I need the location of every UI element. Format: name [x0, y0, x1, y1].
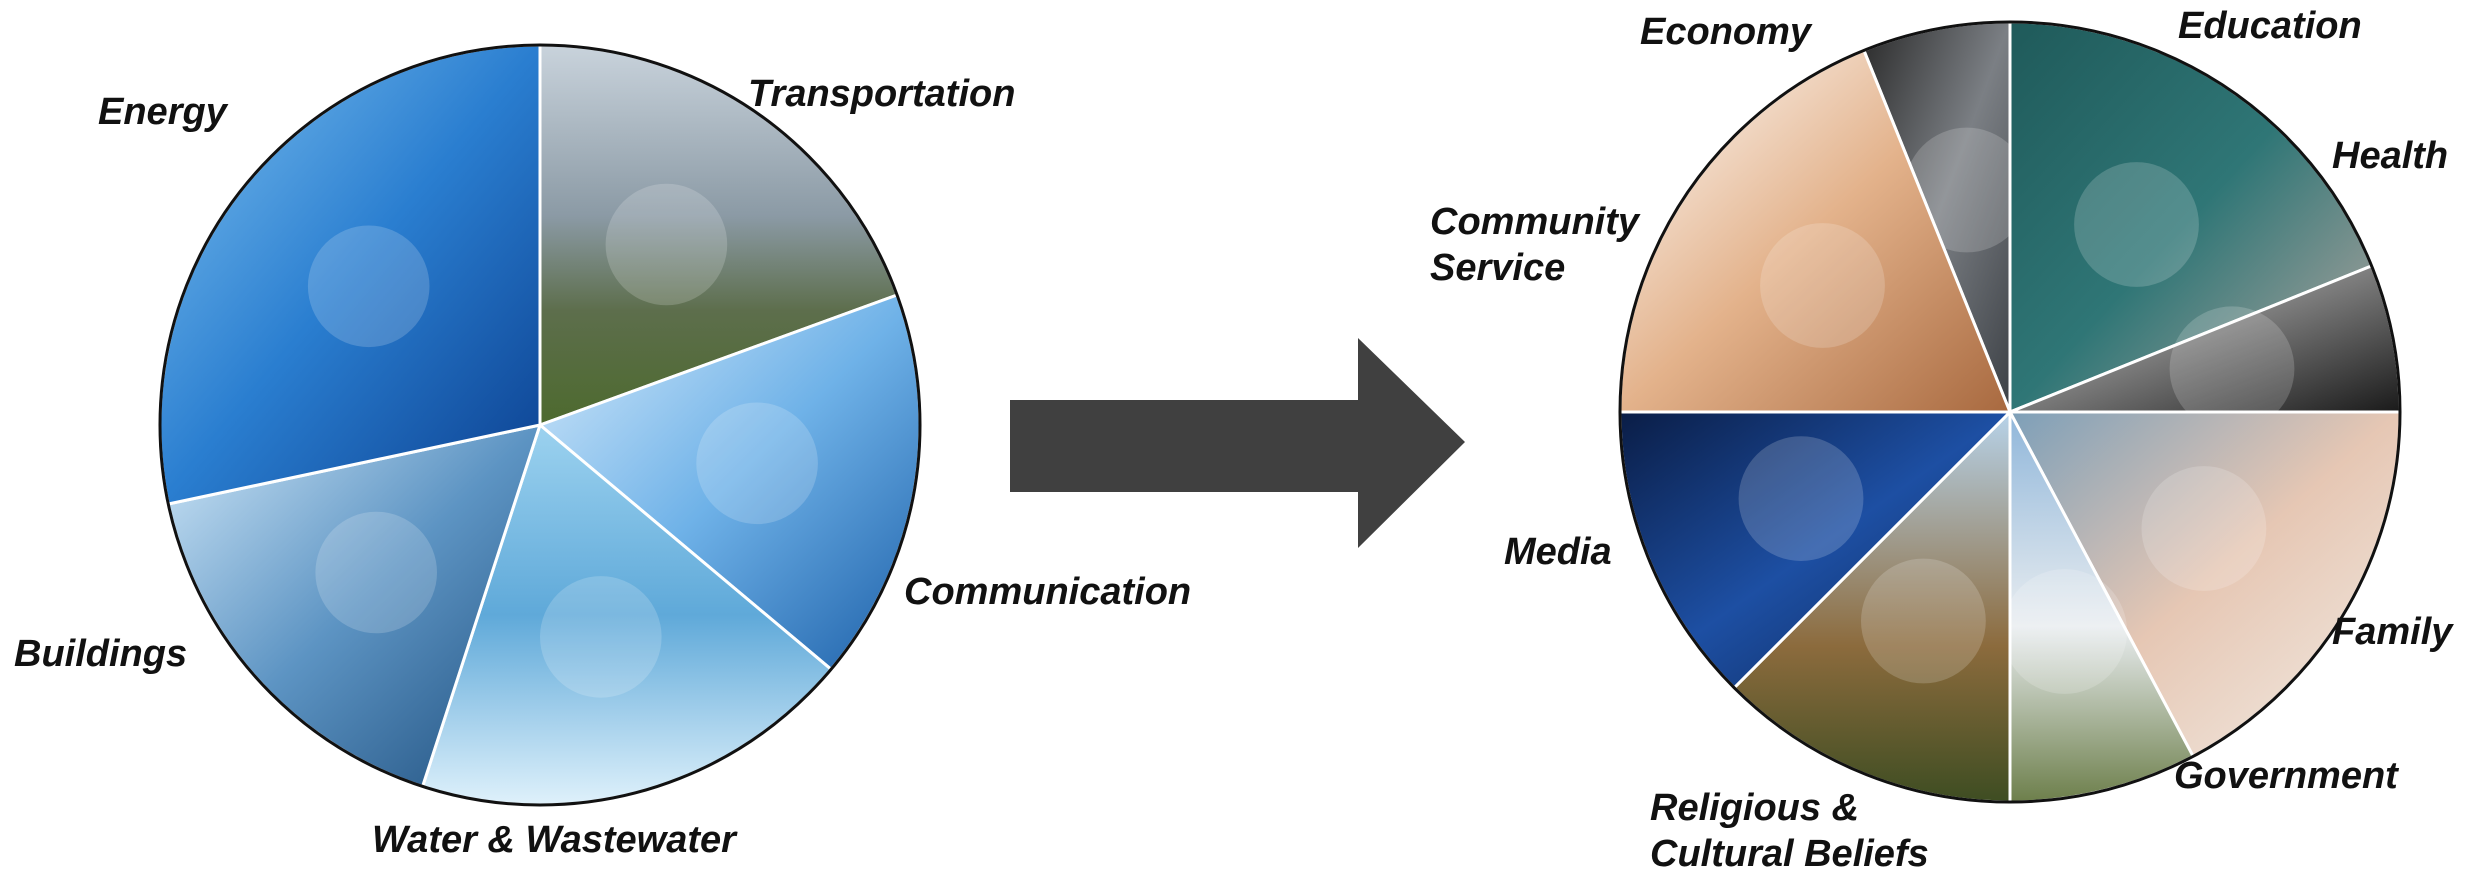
label-education: Education: [2178, 5, 2362, 47]
label-community-service: Community Service: [1430, 200, 1639, 291]
airplane-highway-photo: [605, 183, 728, 306]
capitol-building-photo: [2002, 569, 2128, 694]
wind-turbine-solar-panel-photo: [307, 225, 430, 348]
label-community-line2: Service: [1430, 246, 1566, 289]
stacked-hands-photo: [1760, 223, 1885, 348]
right-arrow-icon: [1010, 338, 1465, 548]
label-water-wastewater: Water & Wastewater: [372, 819, 736, 861]
label-religious-cultural-beliefs: Religious & Cultural Beliefs: [1650, 786, 1929, 877]
label-transportation: Transportation: [748, 73, 1016, 115]
mother-child-photo: [2141, 466, 2267, 591]
wheel-outline: [1618, 20, 2402, 804]
label-economy: Economy: [1640, 11, 1812, 53]
teacher-chalkboard-photo: [2074, 162, 2199, 287]
glass-skyscraper-photo: [315, 511, 438, 634]
control-room-monitors-photo: [1738, 436, 1864, 561]
label-media: Media: [1504, 531, 1612, 573]
church-steeple-photo: [1861, 558, 1986, 684]
left-wheel: [158, 43, 922, 807]
label-family: Family: [2332, 611, 2453, 653]
label-religious-line1: Religious &: [1650, 787, 1860, 829]
label-health: Health: [2332, 135, 2449, 177]
satellite-globe-handshake-photo: [696, 402, 818, 525]
label-community-line1: Community: [1430, 201, 1639, 243]
right-wheel: [1618, 20, 2402, 804]
label-buildings: Buildings: [14, 633, 188, 675]
label-government: Government: [2174, 755, 2398, 797]
label-religious-line2: Cultural Beliefs: [1650, 832, 1929, 875]
label-communication: Communication: [904, 571, 1192, 613]
label-energy: Energy: [98, 91, 227, 133]
surgeon-mask-photo: [2169, 306, 2295, 432]
water-splash-photo: [540, 576, 662, 698]
wheel-outline: [158, 43, 922, 807]
coin-stacks-photo: [1904, 127, 2030, 253]
